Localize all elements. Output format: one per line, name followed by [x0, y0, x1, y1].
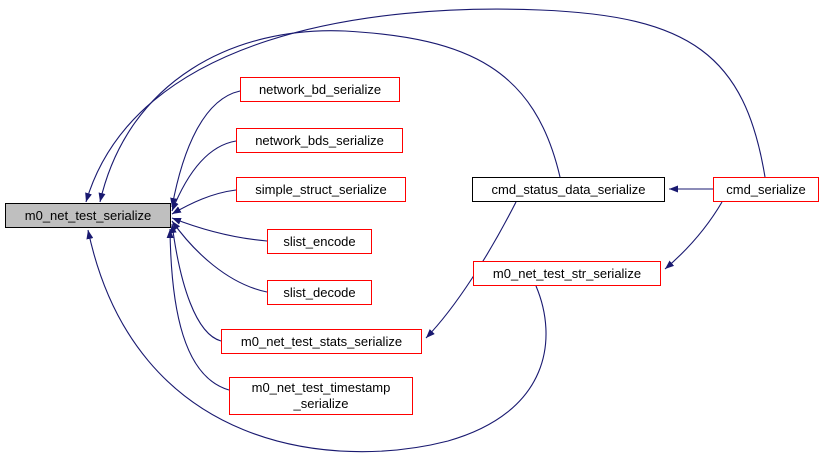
- edge-slist_encode-to-m0_net_test_serialize: [171, 217, 268, 242]
- edge-simple_struct_serialize-to-m0_net_test_serialize: [171, 189, 237, 215]
- node-m0_net_test_str_serialize[interactable]: m0_net_test_str_serialize: [473, 261, 661, 286]
- node-slist_decode[interactable]: slist_decode: [267, 280, 372, 305]
- edge-m0_net_test_timestamp_serialize-to-m0_net_test_serialize: [166, 228, 230, 391]
- edge-network_bd_serialize-to-m0_net_test_serialize: [170, 90, 241, 208]
- node-slist_encode[interactable]: slist_encode: [267, 229, 372, 254]
- edge-cmd_serialize-to-m0_net_test_str_serialize: [664, 201, 723, 270]
- edge-cmd_status_data_serialize-to-m0_net_test_stats_serialize: [425, 201, 517, 339]
- edge-slist_decode-to-m0_net_test_serialize: [171, 220, 268, 293]
- edge-m0_net_test_stats_serialize-to-m0_net_test_serialize: [169, 223, 222, 342]
- node-network_bd_serialize[interactable]: network_bd_serialize: [240, 77, 400, 102]
- edge-network_bds_serialize-to-m0_net_test_serialize: [171, 140, 237, 212]
- node-cmd_serialize[interactable]: cmd_serialize: [713, 177, 819, 202]
- node-m0_net_test_stats_serialize[interactable]: m0_net_test_stats_serialize: [221, 329, 422, 354]
- node-m0_net_test_timestamp_serialize[interactable]: m0_net_test_timestamp _serialize: [229, 377, 413, 415]
- node-m0_net_test_serialize: m0_net_test_serialize: [5, 203, 171, 228]
- edge-m0_net_test_str_serialize-to-m0_net_test_serialize: [86, 229, 547, 453]
- node-cmd_status_data_serialize[interactable]: cmd_status_data_serialize: [472, 177, 665, 202]
- node-simple_struct_serialize[interactable]: simple_struct_serialize: [236, 177, 406, 202]
- edge-cmd_serialize-to-m0_net_test_serialize: [85, 8, 766, 203]
- edge-cmd_status_data_serialize-to-m0_net_test_serialize: [98, 30, 561, 203]
- node-network_bds_serialize[interactable]: network_bds_serialize: [236, 128, 403, 153]
